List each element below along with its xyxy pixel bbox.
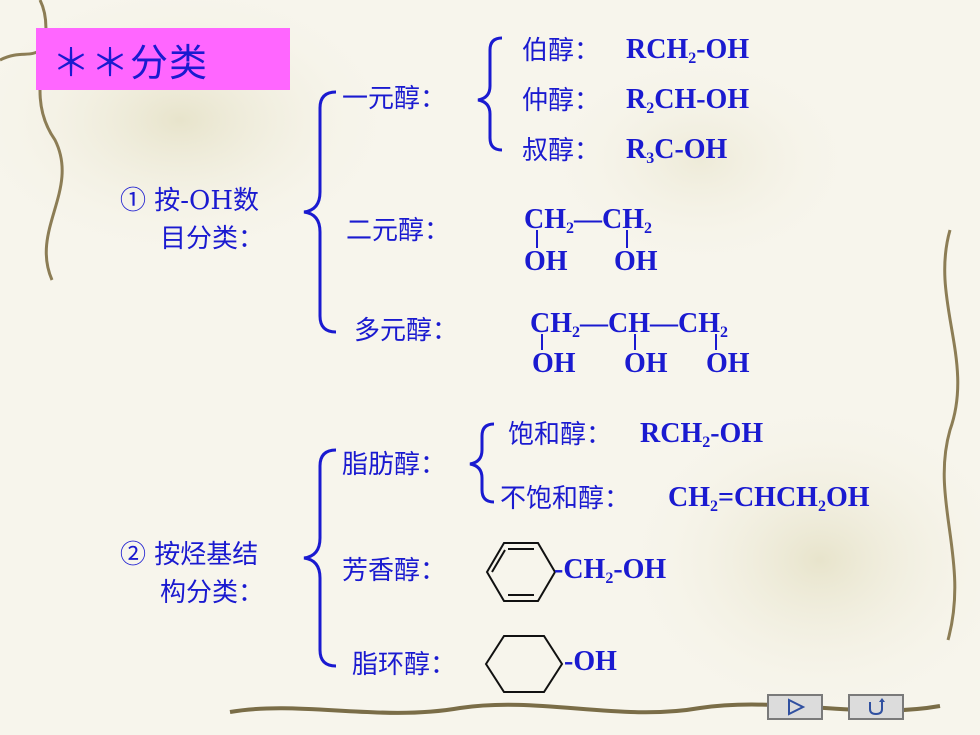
saturated-alcohol-name: 饱和醇： xyxy=(508,420,613,450)
alicyclic-alcohol-formula: -OH xyxy=(564,646,617,677)
diol-label: 二元醇： xyxy=(346,216,451,246)
section2-label: ② 按烃基结 xyxy=(120,540,259,570)
aromatic-alcohol-label: 芳香醇： xyxy=(342,556,447,586)
play-icon xyxy=(788,698,806,716)
section1-label-2: 目分类： xyxy=(160,224,265,254)
saturated-alcohol-formula: RCH2-OH xyxy=(640,418,764,451)
next-slide-button[interactable] xyxy=(767,694,823,720)
polyol-oh-2: OH xyxy=(624,348,668,379)
page-title: ＊＊分类 xyxy=(52,41,209,85)
unsaturated-alcohol-name: 不饱和醇： xyxy=(500,484,631,514)
aromatic-alcohol-formula: -CH2-OH xyxy=(554,554,667,587)
return-icon xyxy=(869,698,885,716)
polyol-label: 多元醇： xyxy=(354,316,459,346)
aliphatic-alcohol-label: 脂肪醇： xyxy=(342,450,447,480)
return-button[interactable] xyxy=(848,694,904,720)
title-highlight xyxy=(36,28,290,90)
secondary-alcohol-name: 仲醇： xyxy=(522,86,601,116)
diol-formula-top: CH2—CH2 xyxy=(524,204,652,237)
polyol-oh-3: OH xyxy=(706,348,750,379)
section2-label-2: 构分类： xyxy=(160,578,265,608)
diol-oh-1: OH xyxy=(524,246,568,277)
mono-alcohol-label: 一元醇： xyxy=(342,84,447,114)
primary-alcohol-name: 伯醇： xyxy=(522,36,601,66)
polyol-oh-1: OH xyxy=(532,348,576,379)
primary-alcohol-formula: RCH2-OH xyxy=(626,34,750,67)
section1-label: ① 按-OH数 xyxy=(120,186,260,216)
tertiary-alcohol-formula: R3C-OH xyxy=(626,134,728,167)
unsaturated-alcohol-formula: CH2=CHCH2OH xyxy=(668,482,870,515)
tertiary-alcohol-name: 叔醇： xyxy=(522,136,601,166)
polyol-formula-top: CH2—CH—CH2 xyxy=(530,308,728,341)
diol-oh-2: OH xyxy=(614,246,658,277)
alicyclic-alcohol-label: 脂环醇： xyxy=(352,650,457,680)
secondary-alcohol-formula: R2CH-OH xyxy=(626,84,750,117)
